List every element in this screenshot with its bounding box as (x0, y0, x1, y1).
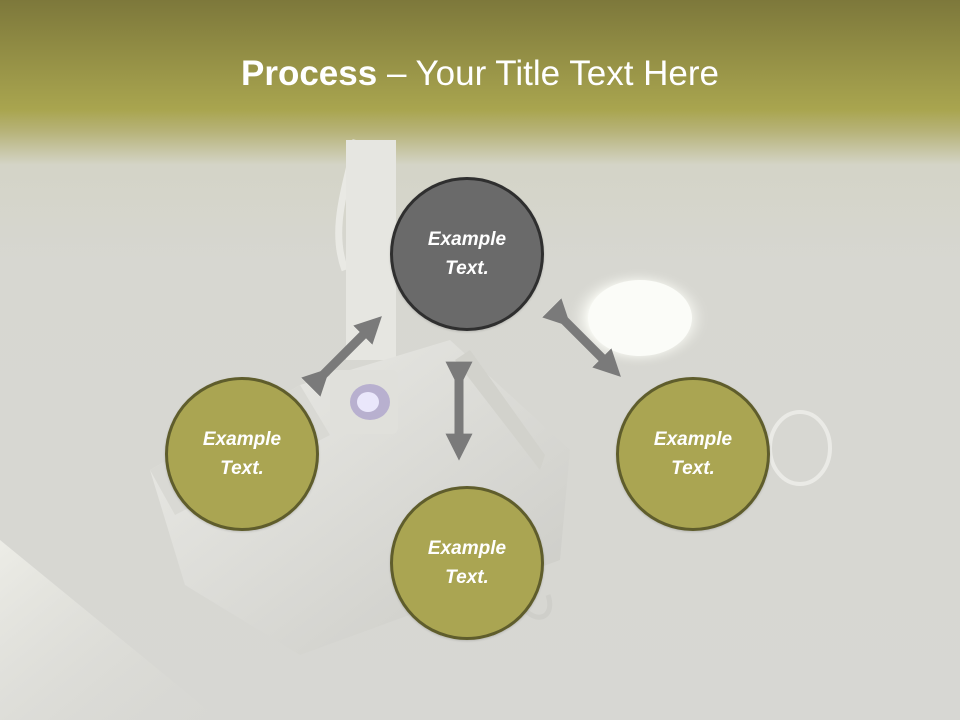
light-wash (0, 540, 220, 720)
title-rest: Your Title Text Here (415, 54, 720, 93)
slide-title: Process – Your Title Text Here (0, 52, 960, 96)
node-right-text: Example Text. (633, 425, 753, 483)
ceiling-light (588, 280, 692, 356)
projector-vent (455, 350, 545, 470)
node-bottom-line2: Text. (445, 567, 489, 588)
process-node-bottom[interactable]: Example Text. (390, 486, 544, 640)
node-left-line1: Example (202, 429, 282, 450)
node-left-text: Example Text. (182, 425, 302, 483)
node-top-line1: Example (427, 229, 507, 250)
node-right-line1: Example (653, 429, 733, 450)
node-top-line2: Text. (445, 258, 489, 279)
node-top-text: Example Text. (407, 225, 527, 283)
ceiling-ring (768, 410, 832, 486)
mount-pole (346, 140, 396, 360)
title-strong: Process (241, 54, 378, 93)
node-bottom-line1: Example (427, 538, 507, 559)
bracket-loop (523, 594, 553, 620)
lens-highlight (357, 392, 379, 412)
node-left-line2: Text. (220, 458, 264, 479)
node-right-line2: Text. (671, 458, 715, 479)
node-bottom-text: Example Text. (407, 534, 527, 592)
process-node-top[interactable]: Example Text. (390, 177, 544, 331)
process-node-right[interactable]: Example Text. (616, 377, 770, 531)
title-dash: – (377, 54, 416, 93)
process-node-left[interactable]: Example Text. (165, 377, 319, 531)
